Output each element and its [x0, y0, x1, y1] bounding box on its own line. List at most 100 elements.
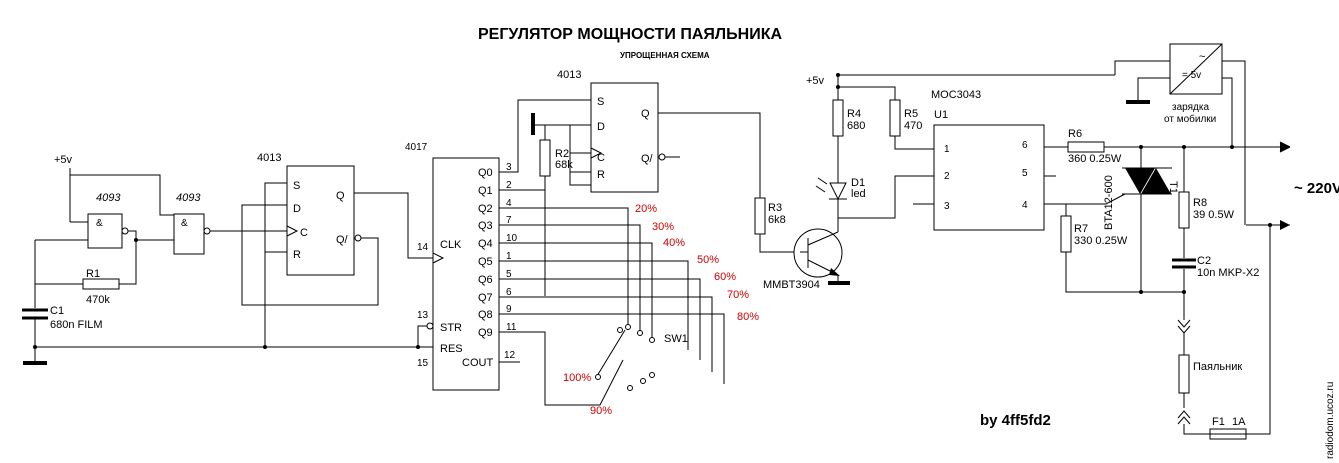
svg-text:= 5v: = 5v [1182, 70, 1201, 81]
schematic-subtitle: УПРОЩЕННАЯ СХЕМА [620, 51, 710, 60]
svg-text:39 0.5W: 39 0.5W [1193, 209, 1235, 221]
counter-pin-2: 4 [506, 198, 512, 209]
gate-2-label: 4093 [176, 192, 201, 204]
flip-flop-1: 4013 S D C R Q Q/ [241, 152, 433, 347]
switch-position-label-7: 90% [590, 405, 612, 417]
transistor-q1 [793, 228, 843, 278]
switch-contact-2[interactable] [649, 337, 655, 343]
svg-text:MMBT3904: MMBT3904 [763, 279, 820, 291]
c1-ref: C1 [50, 305, 64, 317]
counter-pin-1: 2 [506, 180, 512, 191]
resistor-r8 [1178, 191, 1190, 229]
svg-text:C: C [597, 152, 605, 164]
resistor-r7 [1060, 215, 1072, 253]
svg-text:Q: Q [336, 190, 345, 202]
svg-text:R7: R7 [1074, 223, 1088, 235]
switch-contact-6[interactable] [617, 327, 623, 333]
svg-text:R: R [597, 169, 605, 181]
svg-text:6k8: 6k8 [768, 214, 786, 226]
svg-text:5: 5 [1022, 168, 1028, 179]
switch-position-label-4: 60% [714, 271, 736, 283]
svg-text:зарядка: зарядка [1172, 102, 1209, 113]
svg-text:330 0.25W: 330 0.25W [1074, 235, 1128, 247]
r1-ref: R1 [86, 268, 100, 280]
resistor-r5 [889, 99, 901, 137]
author-signature: by 4ff5fd2 [980, 412, 1051, 429]
power-section: R6 360 0.25W BTA12-600 T1 R7 330 0.25W R… [1060, 43, 1339, 440]
counter-pin-0: 3 [506, 162, 512, 173]
svg-text:1: 1 [944, 144, 950, 155]
svg-text:680: 680 [847, 120, 865, 132]
switch-contact-7[interactable] [595, 374, 601, 380]
switch-sw1[interactable]: SW1 20%30%40%50%60%70%80%90%100% [563, 203, 759, 417]
switch-position-label-8: 100% [563, 372, 591, 384]
svg-text:Q: Q [641, 108, 650, 120]
svg-text:3: 3 [944, 201, 950, 212]
counter-output-q6: Q6 [478, 274, 493, 286]
svg-text:Паяльник: Паяльник [1193, 361, 1242, 373]
counter-pin-4: 10 [506, 233, 518, 244]
gate-2-and-symbol: & [181, 218, 188, 229]
resistor-r4 [832, 99, 844, 137]
svg-text:U1: U1 [934, 109, 948, 121]
counter-output-q4: Q4 [478, 238, 493, 250]
counter-pin-6: 5 [506, 269, 512, 280]
svg-text:6: 6 [1022, 140, 1028, 151]
resistor-r2 [539, 139, 551, 177]
svg-text:CLK: CLK [440, 239, 462, 251]
triac-t1 [1125, 168, 1155, 194]
svg-text:4: 4 [1022, 200, 1028, 211]
switch-contact-0[interactable] [625, 324, 631, 330]
svg-text:F1: F1 [1212, 416, 1225, 428]
mains-label: ~ 220V [1294, 180, 1339, 197]
switch-contact-1[interactable] [637, 330, 643, 336]
counter-output-q0: Q0 [478, 167, 493, 179]
svg-text:2: 2 [944, 171, 950, 182]
switch-position-label-6: 80% [737, 311, 759, 323]
svg-text:Q/: Q/ [641, 153, 654, 165]
svg-text:68k: 68k [555, 159, 573, 171]
svg-text:BTA12-600: BTA12-600 [1103, 175, 1115, 230]
switch-position-label-2: 40% [663, 237, 685, 249]
ff2-chip-name: 4013 [557, 69, 581, 81]
svg-text:14: 14 [417, 242, 429, 253]
counter-output-q7: Q7 [478, 292, 493, 304]
svg-text:C2: C2 [1197, 255, 1211, 267]
switch-contact-4[interactable] [640, 378, 646, 384]
switch-position-label-5: 70% [727, 289, 749, 301]
gate-1-and-symbol: & [96, 218, 103, 229]
svg-text:R3: R3 [768, 202, 782, 214]
resistor-r1 [82, 278, 120, 290]
switch-position-label-3: 50% [697, 254, 719, 266]
counter-pin-8: 9 [506, 304, 512, 315]
switch-contact-3[interactable] [649, 372, 655, 378]
sw1-ref: SW1 [664, 333, 688, 345]
svg-text:R6: R6 [1068, 128, 1082, 140]
counter-pin-3: 7 [506, 215, 512, 226]
svg-text:R5: R5 [904, 108, 918, 120]
ff1-chip-body [286, 165, 355, 276]
svg-text:360 0.25W: 360 0.25W [1068, 153, 1122, 165]
oscillator-section: +5v & 4093 & 4093 R1 470k C1 680n FILM [22, 154, 418, 365]
switch-contact-5[interactable] [627, 385, 633, 391]
r1-value: 470k [86, 294, 110, 306]
transistor-stage: R3 6k8 MMBT3904 D1 led R4 680 +5v R5 470 [754, 73, 1115, 291]
led-d1 [829, 182, 847, 201]
switch-wiper [596, 329, 626, 377]
svg-text:R2: R2 [555, 148, 569, 160]
svg-text:C: C [300, 227, 308, 239]
svg-text:STR: STR [440, 322, 462, 334]
svg-text:15: 15 [417, 358, 429, 369]
switch-position-label-1: 30% [652, 221, 674, 233]
svg-text:MOC3043: MOC3043 [931, 89, 981, 101]
svg-text:RES: RES [440, 343, 463, 355]
load-soldering-iron [1178, 354, 1190, 394]
optocoupler-body [933, 124, 1045, 231]
schematic-title: РЕГУЛЯТОР МОЩНОСТИ ПАЯЛЬНИКА [478, 26, 782, 43]
counter-output-q9: Q9 [478, 327, 493, 339]
svg-text:470: 470 [904, 120, 922, 132]
svg-text:COUT: COUT [462, 357, 493, 369]
counter-chip-name: 4017 [405, 142, 428, 153]
site-watermark: radiodom.ucoz.ru [1325, 382, 1336, 459]
